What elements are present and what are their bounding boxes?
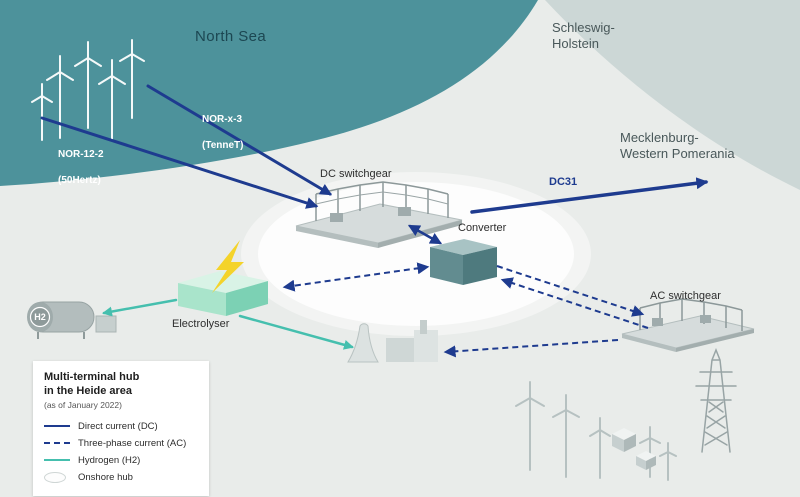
north-sea-label: North Sea [195,28,267,45]
ac-line-sample [44,442,70,445]
cable-dc31 [470,177,709,214]
nor-x-3-label: NOR-x-3 (TenneT) [202,100,243,152]
dc-cables [40,84,709,245]
houses [612,428,656,470]
dc-line-sample [44,425,70,428]
legend-title: Multi-terminal hub in the Heide area [44,371,140,398]
converter-unit [430,239,497,285]
legend-item-ac: Three-phase current (AC) [44,435,198,452]
dc31-label: DC31 [549,176,578,188]
lightning-icon [212,240,244,293]
electrolyser-label: Electrolyser [172,318,230,330]
onshore-hub-sample [44,471,70,483]
cable-nor-x-3 [146,84,333,196]
ac-switchgear-structure [621,298,755,352]
cable-nor-12-2 [40,116,319,209]
link-converter-electrolyser [282,262,430,292]
legend-box: Multi-terminal hub in the Heide area (as… [33,361,209,496]
hydrogen-line-sample [44,459,70,462]
link-ac-switchgear-converter [500,277,649,329]
legend-rows: Direct current (DC) Three-phase current … [44,418,198,486]
schleswig-holstein-label: Schleswig- Holstein [552,20,615,52]
dc-switchgear-label: DC switchgear [320,168,392,180]
nor-x-3-name: NOR-x-3 [202,114,243,125]
nor-12-2-label: NOR-12-2 (50Hertz) [58,135,104,187]
h2-tank-label: H2 [34,312,46,322]
nor-12-2-operator: (50Hertz) [58,175,101,186]
ac-connections [282,262,649,358]
legend-item-label: Three-phase current (AC) [78,437,187,449]
legend-subtitle: (as of January 2022) [44,399,122,410]
h2-storage-tank [27,301,117,339]
hydrogen-pipes [102,298,354,350]
link-switchgear-converter [407,224,443,245]
pipe-electrolyser-industry [238,314,354,350]
legend-item-dc: Direct current (DC) [44,418,198,435]
nor-x-3-operator: (TenneT) [202,140,244,151]
legend-item-hub: Onshore hub [44,469,198,486]
legend-item-h2: Hydrogen (H2) [44,452,198,469]
pipe-electrolyser-tank [102,298,178,317]
converter-label: Converter [458,222,507,234]
nor-12-2-name: NOR-12-2 [58,149,104,160]
baltic-coast-shape [545,0,800,190]
transmission-pylon [695,347,737,453]
link-ac-switchgear-industry [443,339,619,358]
mecklenburg-label: Mecklenburg- Western Pomerania [620,130,735,162]
legend-item-label: Hydrogen (H2) [78,454,141,466]
industrial-site [347,320,438,363]
ac-switchgear-label: AC switchgear [650,290,721,302]
link-converter-ac-switchgear [496,265,645,317]
north-sea-shape [0,0,538,186]
legend-item-label: Direct current (DC) [78,420,158,432]
legend-item-label: Onshore hub [78,471,133,483]
